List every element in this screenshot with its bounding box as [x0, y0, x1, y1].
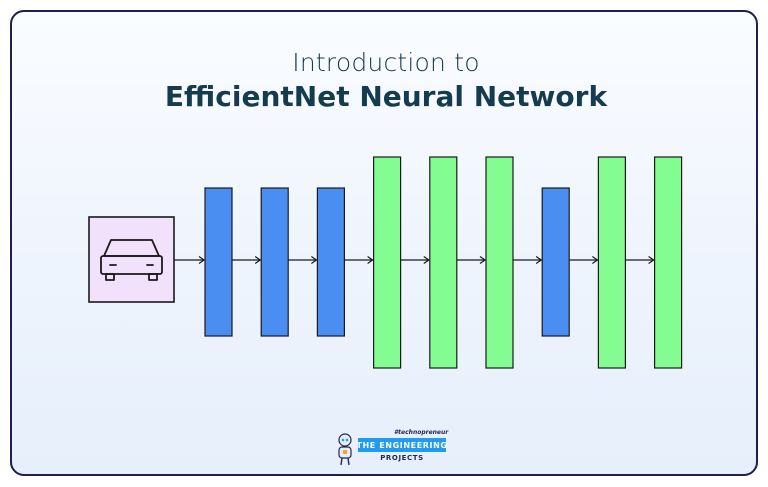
network-diagram: [88, 156, 683, 369]
arrow-1: [174, 256, 206, 264]
layer-1-blue: [204, 187, 233, 337]
car-icon: [100, 239, 163, 281]
layer-stack: [204, 156, 683, 369]
arrow-7: [513, 256, 543, 264]
logo-name: THE ENGINEERING: [356, 438, 447, 452]
arrow-9: [625, 256, 655, 264]
layer-7-blue: [541, 187, 570, 337]
layer-6-green: [485, 156, 514, 369]
logo-subtitle: PROJECTS: [380, 454, 424, 462]
arrow-6: [456, 256, 487, 264]
arrow-4: [344, 256, 374, 264]
layer-8-green: [597, 156, 627, 369]
connection-arrows: [174, 256, 655, 264]
layer-5-green: [429, 156, 458, 369]
layer-4-green: [373, 156, 402, 369]
engineering-projects-logo: #technopreneur THE ENGINEERING PROJECTS: [334, 429, 449, 473]
arrow-8: [569, 256, 599, 264]
title-line-1: Introduction to: [292, 48, 480, 77]
input-image-box: [88, 216, 175, 303]
layer-9-green: [653, 156, 683, 369]
slide-frame: Introduction to EfficientNet Neural Netw…: [10, 10, 758, 476]
layer-3-blue: [316, 187, 345, 337]
arrow-3: [288, 256, 318, 264]
arrow-5: [400, 256, 430, 264]
logo-tagline: #technopreneur: [394, 429, 449, 436]
layer-2-blue: [260, 187, 289, 337]
robot-mascot-icon: [338, 433, 352, 466]
title-line-2: EfficientNet Neural Network: [164, 80, 608, 113]
input-image-frame: [88, 216, 175, 303]
arrow-2: [232, 256, 262, 264]
